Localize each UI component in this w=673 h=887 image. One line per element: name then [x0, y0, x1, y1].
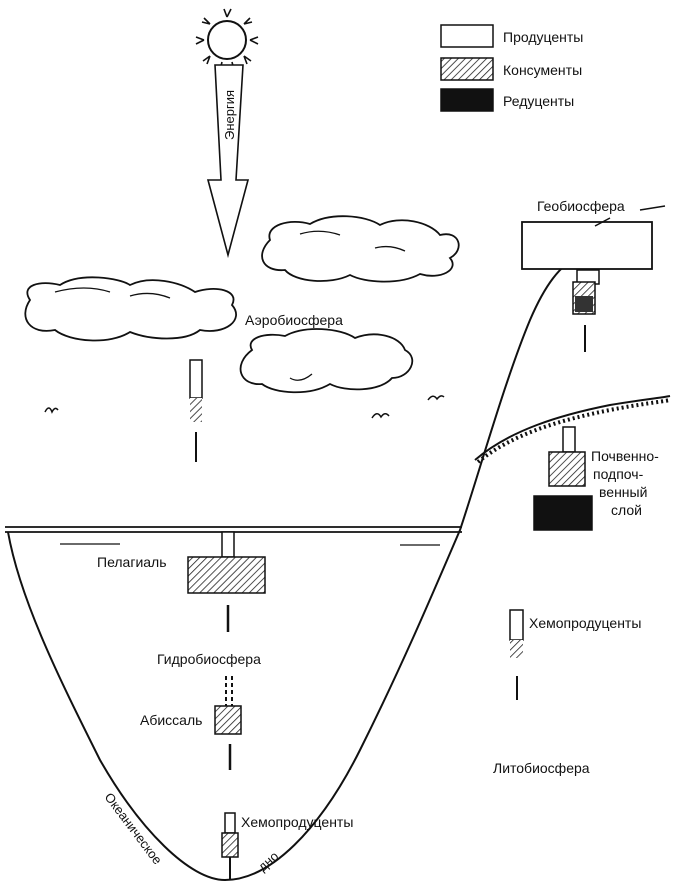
cloud-left	[24, 276, 237, 342]
chemoproducers-right-label: Хемопродуценты	[529, 615, 641, 631]
soil-column	[533, 426, 593, 531]
chemoproducers-bottom-label: Хемопродуценты	[241, 814, 353, 830]
legend-decomposers-swatch	[440, 88, 494, 112]
cloud-top	[261, 215, 460, 283]
cloud-middle	[239, 328, 414, 394]
legend-producers-swatch	[440, 24, 494, 48]
soil-label-line3: венный	[599, 484, 647, 500]
birds	[44, 395, 445, 419]
bottom-chemo-column	[221, 812, 239, 880]
abyssal-label: Абиссаль	[140, 712, 202, 728]
geobiosphere-column	[572, 269, 600, 352]
hydrobiosphere-label: Гидробиосфера	[157, 651, 261, 667]
soil-label-line4: слой	[611, 502, 642, 518]
lithobiosphere-label: Литобиосфера	[493, 760, 590, 776]
legend-consumers-swatch	[440, 57, 494, 81]
legend-consumers-label: Консументы	[503, 62, 582, 78]
energy-label: Энергия	[222, 90, 237, 140]
legend-producers-label: Продуценты	[503, 29, 583, 45]
legend	[440, 24, 494, 112]
legend-decomposers-label: Редуценты	[503, 93, 574, 109]
pelagial-column	[187, 531, 266, 632]
aerobiosphere-label: Аэробиосфера	[245, 312, 343, 328]
soil-label-line2: подпоч-	[593, 466, 644, 482]
soil-label-line1: Почвенно-	[591, 448, 659, 464]
clouds	[24, 215, 460, 394]
energy-arrow	[206, 64, 250, 259]
aero-column	[189, 359, 203, 462]
geobiosphere-producers	[521, 221, 653, 270]
abyssal-column	[214, 676, 242, 770]
soil-surface	[474, 395, 671, 461]
pelagial-label: Пелагиаль	[97, 554, 167, 570]
ocean-floor-label-1: Океаническое	[102, 790, 166, 867]
litho-chemo-column	[509, 609, 524, 700]
ocean-basin	[7, 254, 581, 882]
geobiosphere-label: Геобиосфера	[537, 198, 625, 214]
sun-icon	[195, 8, 259, 71]
